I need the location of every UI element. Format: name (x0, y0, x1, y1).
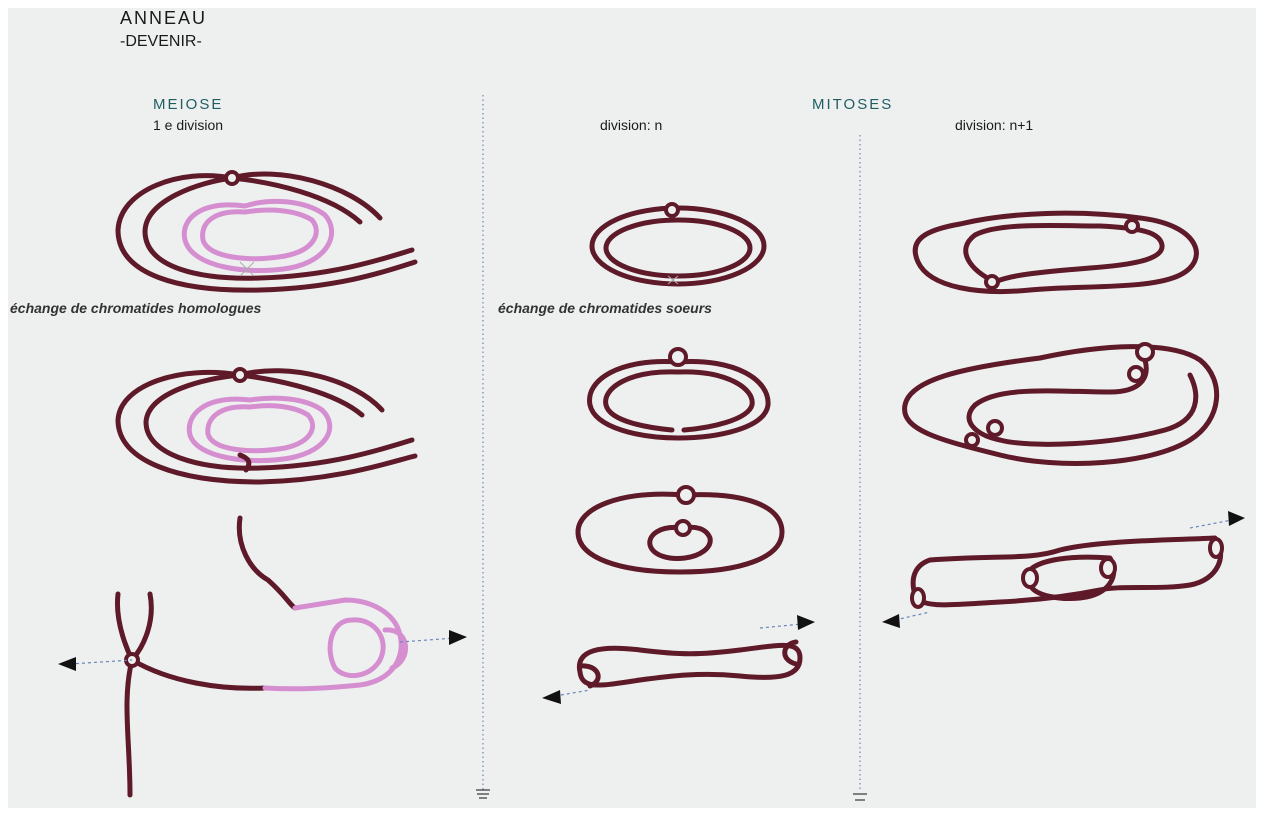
mitose-n-3 (578, 487, 782, 572)
mitose-n1-2 (905, 344, 1217, 463)
divider-end-mark-1 (476, 790, 490, 798)
mitose-n-2 (590, 349, 769, 438)
meiose-ring-1 (118, 172, 415, 290)
meiose-separation (58, 518, 467, 795)
mitose-n1-1 (915, 213, 1196, 291)
mitose-n1-3 (882, 511, 1245, 628)
mitose-n-4 (542, 615, 815, 704)
mitose-n-1 (592, 204, 764, 284)
meiose-ring-2 (118, 369, 415, 482)
divider-end-mark-2 (853, 794, 867, 800)
